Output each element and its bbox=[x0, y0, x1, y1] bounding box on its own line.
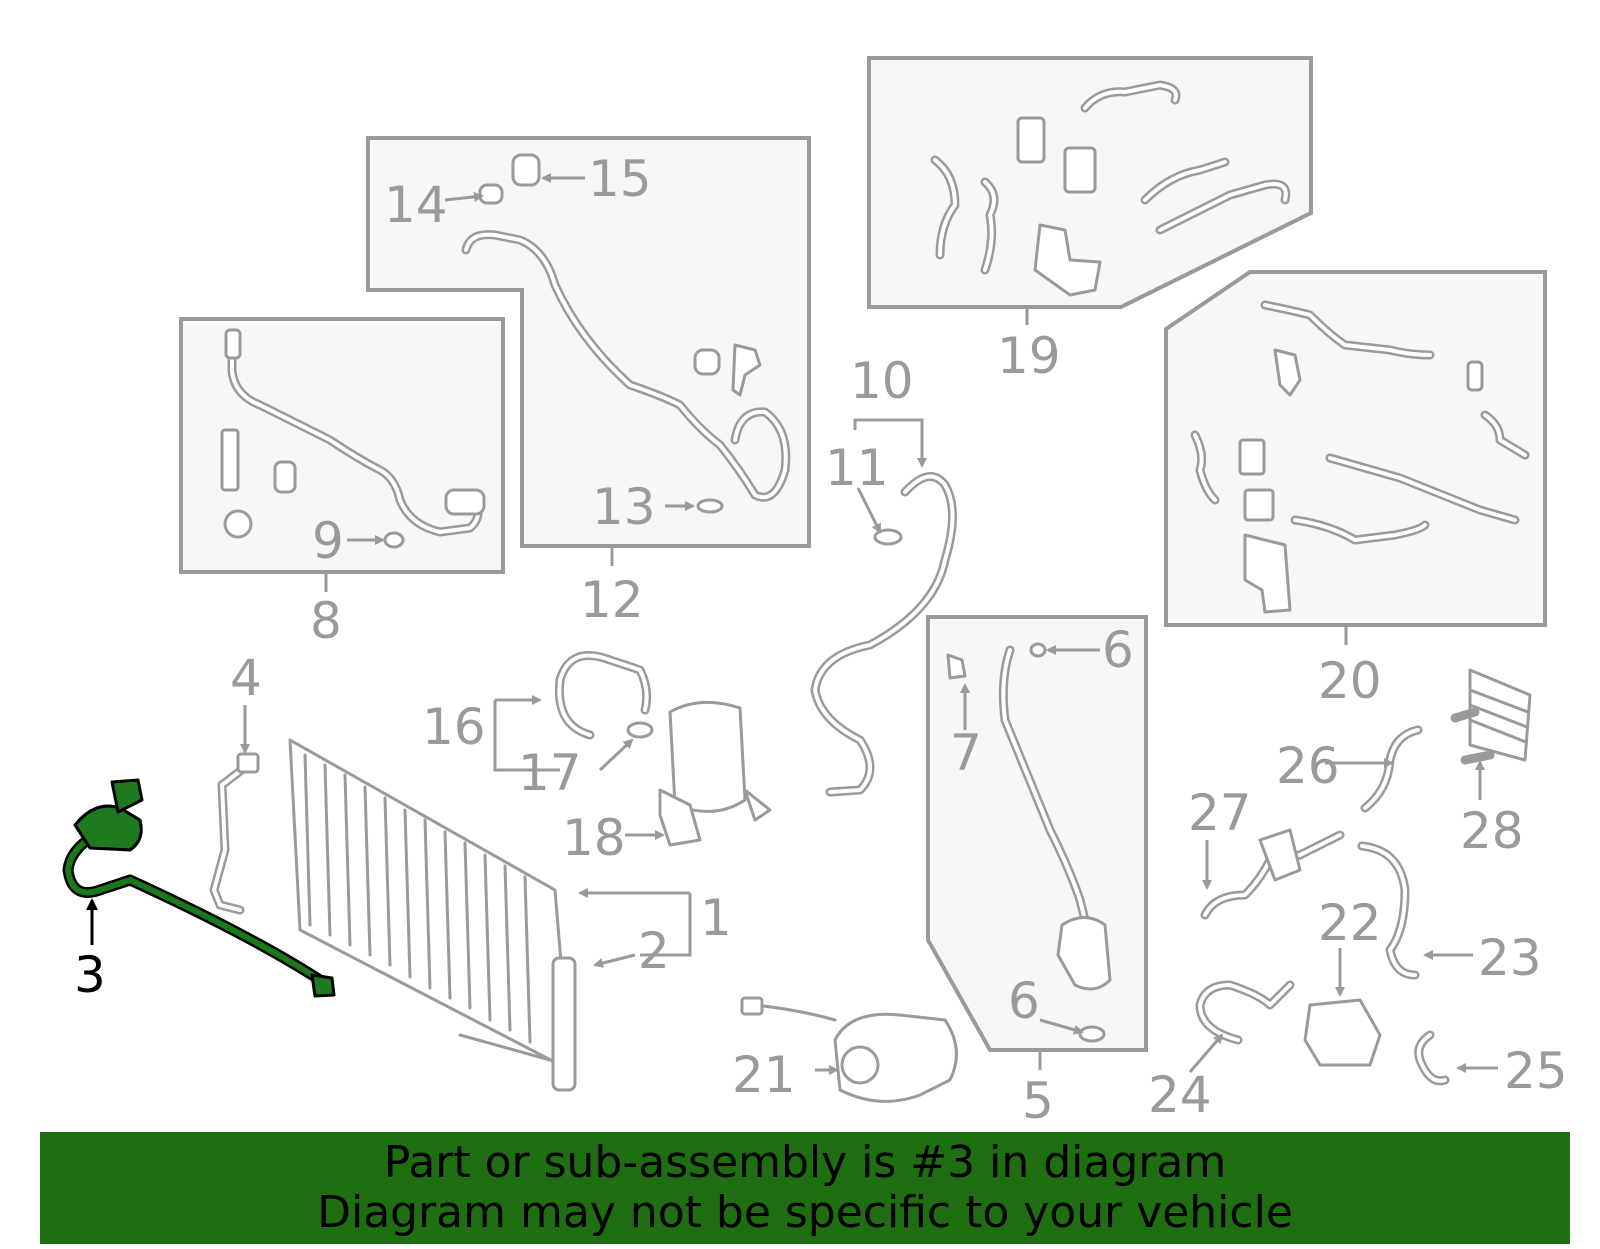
label-13: 13 bbox=[592, 478, 656, 536]
part-22-pump bbox=[1303, 998, 1382, 1067]
label-11: 11 bbox=[825, 439, 889, 497]
part-18-drier bbox=[658, 700, 772, 847]
box-part-5 bbox=[926, 615, 1148, 1052]
box-part-12 bbox=[366, 136, 811, 548]
info-banner: Part or sub-assembly is #3 in diagram Di… bbox=[40, 1132, 1570, 1244]
banner-line-1: Part or sub-assembly is #3 in diagram bbox=[383, 1137, 1227, 1188]
label-10: 10 bbox=[850, 352, 914, 410]
box-part-8 bbox=[179, 317, 505, 574]
label-20: 20 bbox=[1318, 652, 1382, 710]
box-part-20 bbox=[1164, 270, 1547, 627]
label-22: 22 bbox=[1318, 894, 1382, 952]
label-19: 19 bbox=[997, 327, 1061, 385]
part-16-hose bbox=[554, 651, 654, 740]
label-3: 3 bbox=[74, 946, 106, 1004]
label-27: 27 bbox=[1188, 784, 1252, 842]
label-2: 2 bbox=[638, 922, 670, 980]
label-28: 28 bbox=[1460, 802, 1524, 860]
label-6-bottom: 6 bbox=[1008, 972, 1040, 1030]
part-1-condenser bbox=[288, 738, 577, 1092]
part-21-compressor bbox=[740, 996, 958, 1103]
leader-lines bbox=[86, 173, 1498, 1075]
label-7: 7 bbox=[950, 724, 982, 782]
label-23: 23 bbox=[1478, 929, 1542, 987]
label-15: 15 bbox=[588, 150, 652, 208]
label-4: 4 bbox=[230, 649, 262, 707]
part-10-hose bbox=[810, 472, 957, 797]
label-12: 12 bbox=[580, 571, 644, 629]
box-part-19 bbox=[867, 56, 1313, 309]
part-number-labels: 1 2 3 4 5 6 6 7 8 9 10 11 12 13 14 15 16… bbox=[74, 150, 1568, 1130]
part-4-tube bbox=[209, 752, 260, 915]
part-28-cooler bbox=[1450, 668, 1532, 765]
part-3-pipe-highlighted bbox=[62, 778, 336, 998]
label-9: 9 bbox=[312, 512, 344, 570]
label-16: 16 bbox=[422, 698, 486, 756]
label-25: 25 bbox=[1504, 1042, 1568, 1100]
label-6-top: 6 bbox=[1102, 621, 1134, 679]
label-5: 5 bbox=[1022, 1072, 1054, 1130]
label-21: 21 bbox=[732, 1046, 796, 1104]
label-14: 14 bbox=[384, 176, 448, 234]
part-27-pipe bbox=[1200, 828, 1345, 920]
label-8: 8 bbox=[310, 592, 342, 650]
label-18: 18 bbox=[562, 809, 626, 867]
label-1: 1 bbox=[700, 889, 732, 947]
banner-line-2: Diagram may not be specific to your vehi… bbox=[317, 1187, 1293, 1238]
label-24: 24 bbox=[1148, 1066, 1212, 1124]
label-26: 26 bbox=[1276, 737, 1340, 795]
label-17: 17 bbox=[518, 744, 582, 802]
